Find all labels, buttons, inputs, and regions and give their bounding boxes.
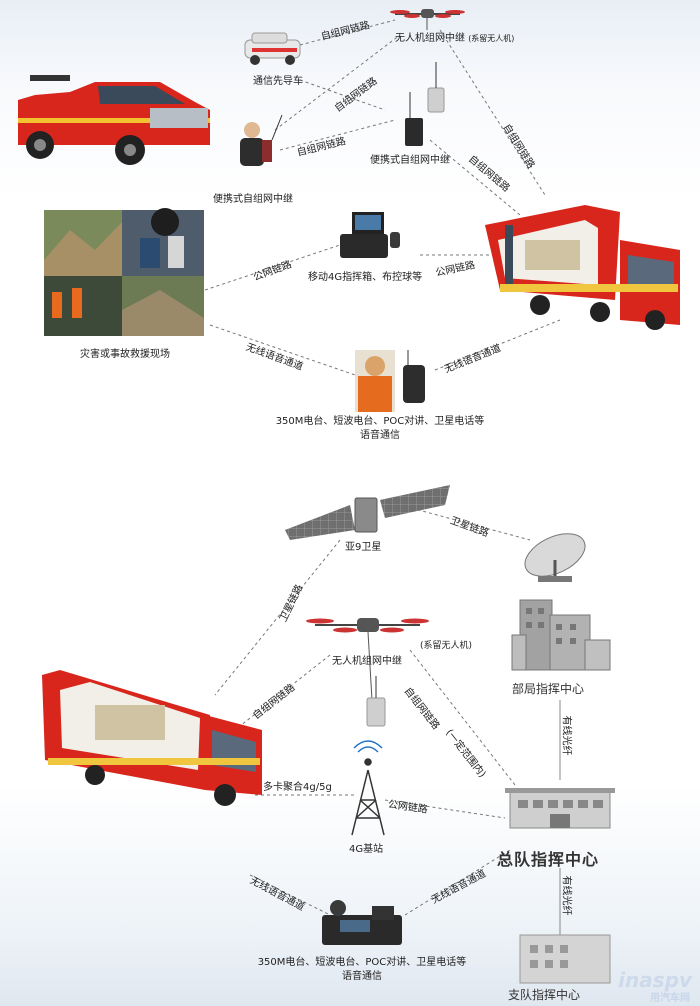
portable-relay-right-label: 便携式自组网中继 bbox=[370, 155, 450, 166]
bottom-voice-label-line2: 语音通信 bbox=[342, 971, 382, 982]
command-box-label: 移动4G指挥箱、布控球等 bbox=[308, 272, 423, 283]
portable-relay-devices-top bbox=[405, 62, 445, 146]
bottom-drone-icon bbox=[306, 618, 429, 701]
rescue-scene-photos bbox=[44, 208, 204, 336]
top-voice-label-line2: 语音通信 bbox=[360, 430, 400, 441]
fiber-link-1: 有线光纤 bbox=[560, 715, 572, 756]
lead-car-icon bbox=[244, 32, 301, 65]
detachment-label: 支队指挥中心 bbox=[508, 988, 581, 1002]
top-links bbox=[204, 19, 561, 376]
voice-devices-bottom bbox=[322, 900, 402, 945]
bottom-voice-label-line1: 350M电台、短波电台、POC对讲、卫星电话等 bbox=[257, 957, 467, 968]
command-box-icon bbox=[340, 212, 400, 258]
command-truck-bottom bbox=[42, 670, 262, 806]
corps-building-icon bbox=[505, 788, 615, 829]
bottom-drone-note: (系留无人机) bbox=[420, 641, 473, 651]
command-truck-top bbox=[485, 205, 680, 330]
top-voice-label: 350M电台、短波电台、POC对讲、卫星电话等 语音通信 bbox=[250, 415, 510, 443]
4g-base-label: 4G基站 bbox=[349, 844, 384, 855]
ministry-building-icon bbox=[511, 599, 611, 671]
bottom-drone-label: 无人机组网中继 bbox=[332, 656, 402, 667]
fiber-link-2: 有线光纤 bbox=[560, 875, 572, 916]
multi-card-link: 多卡聚合4g/5g bbox=[263, 782, 332, 793]
pickup-truck-icon bbox=[18, 75, 210, 165]
top-voice-label-line1: 350M电台、短波电台、POC对讲、卫星电话等 bbox=[275, 416, 485, 427]
bottom-links bbox=[214, 504, 531, 916]
4g-tower-icon bbox=[351, 740, 385, 836]
bottom-voice-label: 350M电台、短波电台、POC对讲、卫星电话等 语音通信 bbox=[232, 956, 492, 984]
ministry-label: 部局指挥中心 bbox=[512, 682, 585, 696]
corps-label: 总队指挥中心 bbox=[497, 850, 600, 869]
relay-operator-icon bbox=[240, 114, 283, 166]
watermark-logo: inaspv bbox=[618, 968, 692, 992]
satellite-dish-icon bbox=[524, 533, 586, 582]
top-drone-label: 无人机组网中继 (系留无人机) bbox=[395, 33, 515, 44]
top-drone-icon bbox=[390, 9, 465, 30]
portable-relay-bottom bbox=[366, 676, 386, 727]
watermark-sub: 用汽车网 bbox=[650, 993, 690, 1004]
detachment-building-icon bbox=[519, 934, 611, 984]
voice-devices-top bbox=[355, 350, 425, 412]
portable-relay-left-label: 便携式自组网中继 bbox=[213, 194, 293, 205]
lead-car-label: 通信先导车 bbox=[253, 76, 303, 87]
satellite-label: 亚9卫星 bbox=[345, 542, 382, 553]
satellite-icon bbox=[285, 485, 450, 540]
rescue-scene-label: 灾害或事故救援现场 bbox=[80, 349, 170, 360]
